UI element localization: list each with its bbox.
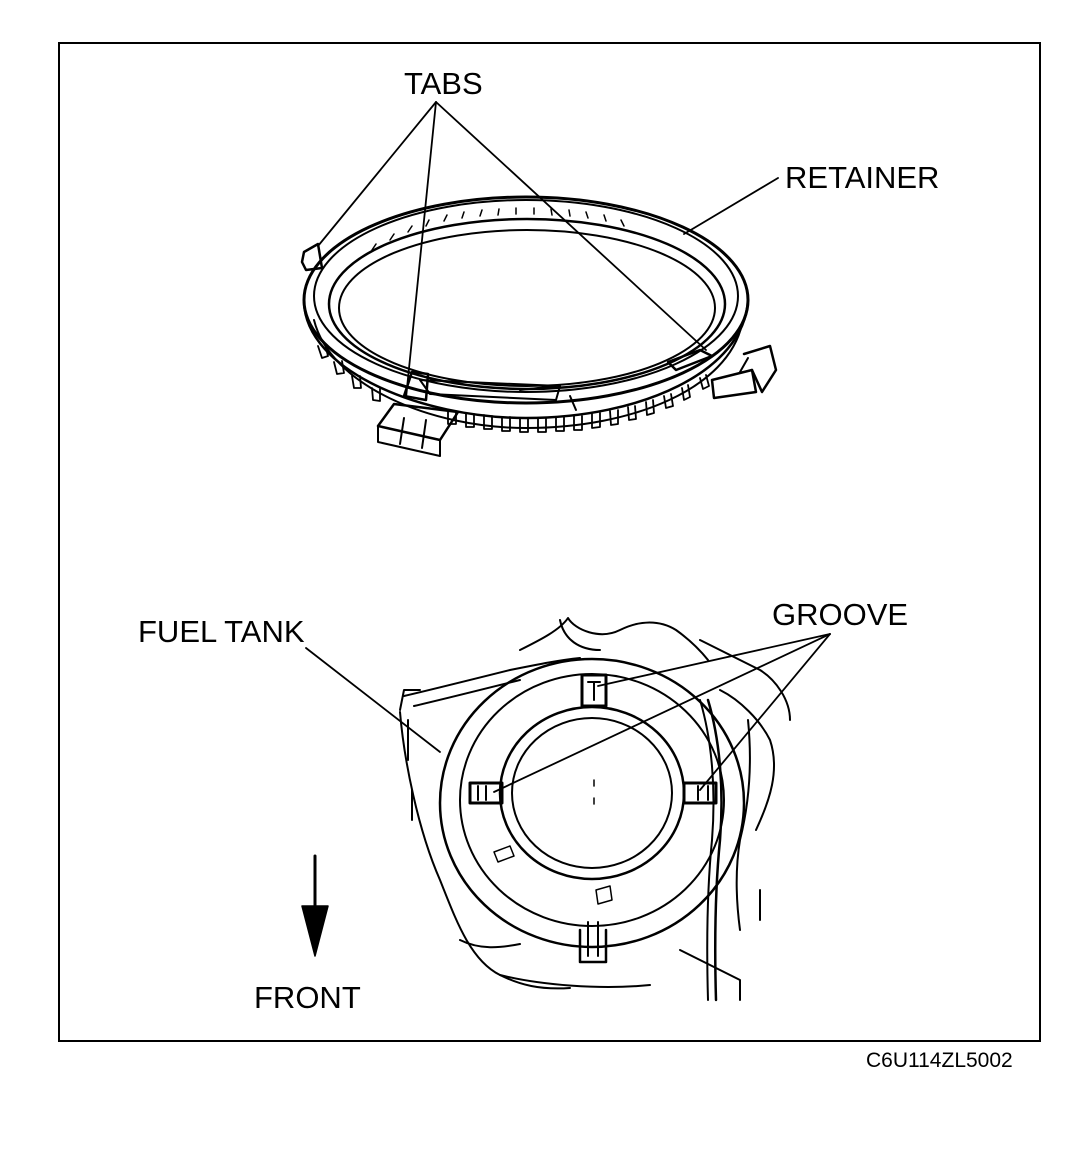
retainer-ring-illustration: [300, 195, 778, 457]
fuel-tank-label: FUEL TANK: [138, 614, 305, 649]
leader-lines: [305, 101, 831, 793]
retainer-label: RETAINER: [785, 160, 940, 195]
figure-code: C6U114ZL5002: [866, 1049, 1013, 1072]
figure-frame: [58, 42, 1041, 1042]
fuel-tank-illustration: [399, 617, 791, 1002]
tabs-label: TABS: [404, 66, 483, 101]
front-arrow: [301, 854, 329, 957]
front-label: FRONT: [254, 980, 361, 1015]
groove-label: GROOVE: [772, 597, 909, 632]
